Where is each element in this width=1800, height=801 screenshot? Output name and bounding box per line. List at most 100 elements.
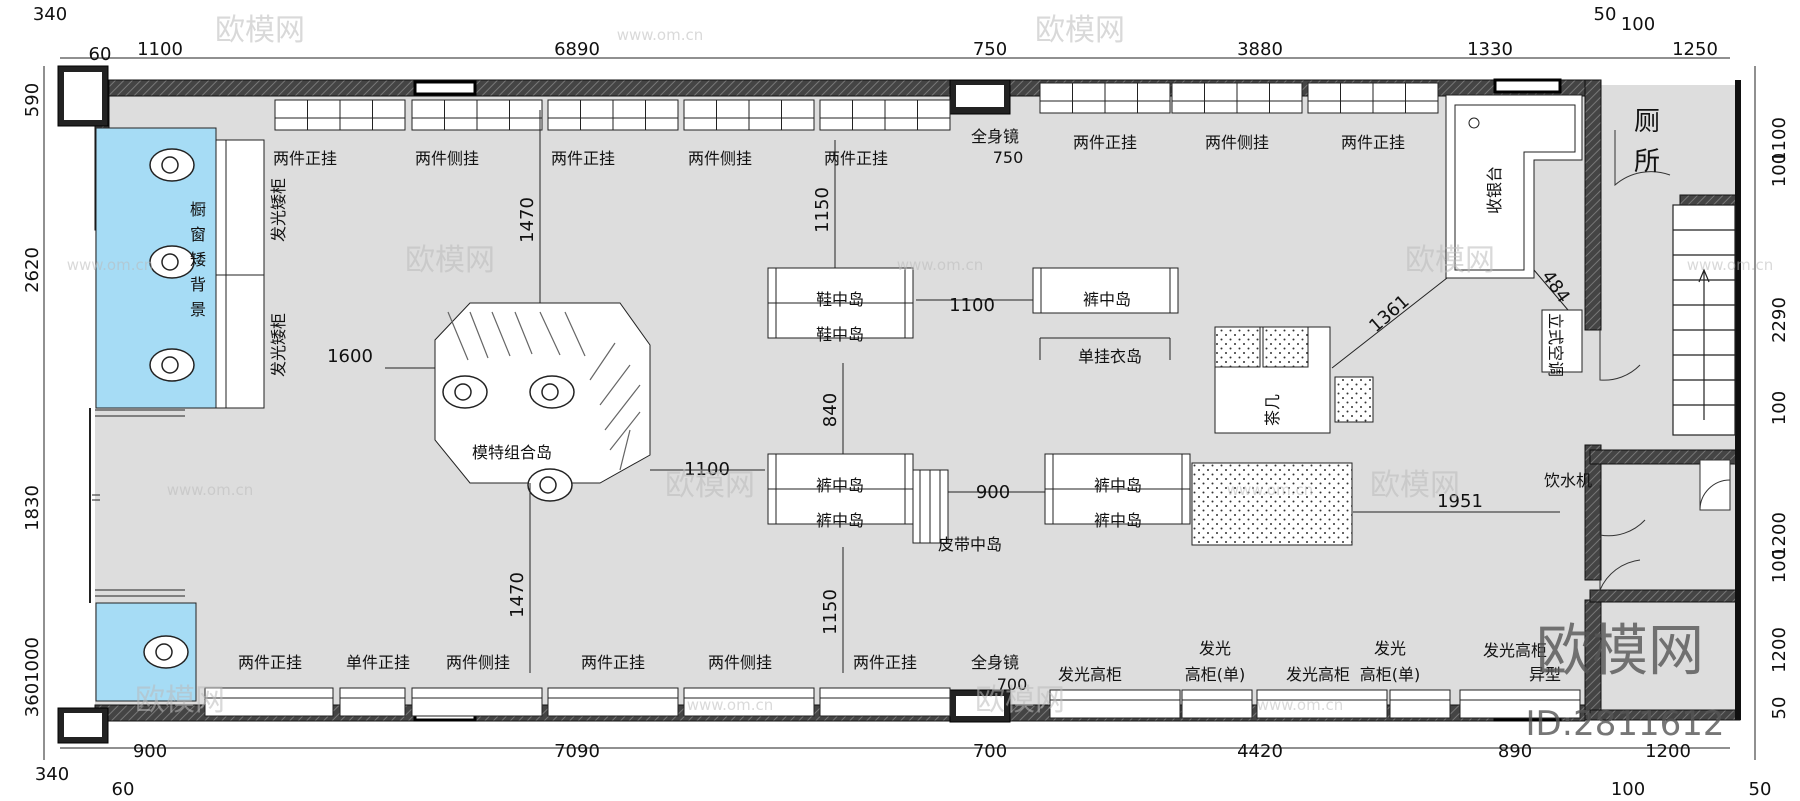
cashier-label: 收银台 [1485, 166, 1504, 214]
dim-top: 1330 [1467, 39, 1513, 60]
watermark-brand: 欧模网 [135, 683, 225, 718]
island-label: 裤中岛 [1094, 511, 1142, 530]
bottom-wall-label: 发光 [1199, 639, 1231, 658]
dim-bottom: 900 [133, 741, 167, 762]
dim-inner: 1470 [507, 572, 528, 618]
tea-table [1214, 326, 1374, 434]
dimension-lines [43, 57, 1756, 760]
top-wall-racks [274, 82, 1439, 131]
dim-right: 1200 [1769, 512, 1790, 558]
dim-bottom: 60 [112, 779, 135, 800]
dim-left: 1830 [22, 485, 43, 531]
display-rug [1191, 462, 1353, 546]
bottom-wall-label: 发光高柜 [1483, 641, 1547, 660]
dim-inner: 1951 [1437, 491, 1483, 512]
dim-inner: 1100 [684, 459, 730, 480]
dim-inner: 1600 [327, 346, 373, 367]
bottom-wall-racks [204, 687, 1581, 719]
dim-top: 60 [89, 44, 112, 65]
dim-right: 2290 [1769, 297, 1790, 343]
dim-inner: 1100 [949, 295, 995, 316]
dim-top: 750 [973, 39, 1007, 60]
top-wall-label: 两件侧挂 [1205, 133, 1269, 152]
dim-inner: 700 [997, 675, 1028, 694]
dim-left: 2620 [22, 247, 43, 293]
toilet-doors [1599, 130, 1731, 591]
top-wall-label: 全身镜 [971, 127, 1019, 146]
window-backdrop-label: 矮 [190, 250, 206, 269]
water-dispenser-label: 饮水机 [1544, 471, 1592, 490]
wall-right-partition [1584, 79, 1602, 331]
bottom-wall-label: 两件侧挂 [446, 653, 510, 672]
low-cabinet-label: 发光矮柜 [269, 178, 288, 242]
dim-bottom: 340 [35, 764, 69, 785]
model-island [434, 302, 651, 502]
watermark-brand: 欧模网 [1405, 243, 1495, 278]
dim-top: 6890 [554, 39, 600, 60]
window-backdrop-label: 背 [190, 275, 206, 294]
dim-top: 1100 [137, 39, 183, 60]
dim-left: 1000 [22, 637, 43, 683]
watermark-url: www.om.cn [67, 256, 154, 274]
ac-label: 立式空调 [1546, 313, 1565, 377]
cashier-counter [1445, 94, 1583, 279]
watermark-url: www.om.cn [617, 26, 704, 44]
watermark-brand-large: 欧模网 [1536, 619, 1704, 684]
dim-bottom: 100 [1611, 779, 1645, 800]
window-backdrop-label: 橱 [190, 200, 206, 219]
dim-right: 100 [1769, 391, 1790, 425]
island-label: 裤中岛 [1083, 290, 1131, 309]
standing-ac [1541, 309, 1583, 373]
top-wall-label: 两件正挂 [824, 149, 888, 168]
belt-island [912, 469, 949, 544]
top-wall-label: 两件正挂 [1341, 133, 1405, 152]
watermarks: 欧模网欧模网欧模网欧模网欧模网欧模网欧模网欧模网www.om.cnwww.om.… [67, 13, 1774, 744]
dim-bottom: 1200 [1645, 741, 1691, 762]
island-label: 裤中岛 [816, 511, 864, 530]
stairs [1672, 204, 1736, 436]
toilet-label: 厕 [1634, 107, 1660, 137]
bottom-wall-label: 发光高柜 [1286, 665, 1350, 684]
dim-left: 590 [22, 83, 43, 117]
bottom-wall-label: 两件正挂 [581, 653, 645, 672]
island-label: 裤中岛 [1094, 476, 1142, 495]
low-cabinet-label: 发光矮柜 [269, 313, 288, 377]
glass-door [89, 408, 185, 603]
dim-inner: 1470 [517, 197, 538, 243]
dim-bottom: 50 [1749, 779, 1772, 800]
dim-bottom: 700 [973, 741, 1007, 762]
dim-top: 100 [1621, 14, 1655, 35]
watermark-brand: 欧模网 [215, 13, 305, 48]
top-wall-label: 两件侧挂 [688, 149, 752, 168]
island-label: 单挂衣岛 [1078, 347, 1142, 366]
center-islands [767, 267, 1191, 525]
dim-right: 1200 [1769, 627, 1790, 673]
watermark-brand: 欧模网 [665, 468, 755, 503]
top-wall-label: 两件正挂 [273, 149, 337, 168]
bottom-wall-label: 两件正挂 [238, 653, 302, 672]
top-wall-label: 两件正挂 [1073, 133, 1137, 152]
top-wall-label: 两件侧挂 [415, 149, 479, 168]
watermark-brand: 欧模网 [1035, 13, 1125, 48]
bottom-wall-label: 发光 [1374, 639, 1406, 658]
low-cabinets [215, 139, 265, 409]
watermark-url: www.om.cn [687, 696, 774, 714]
dim-top: 3880 [1237, 39, 1283, 60]
island-label: 鞋中岛 [816, 325, 864, 344]
dim-top: 50 [1594, 4, 1617, 25]
dim-right: 100 [1769, 153, 1790, 187]
bottom-wall-label: 异型 [1529, 665, 1561, 684]
island-label: 模特组合岛 [472, 443, 552, 462]
dim-inner: 900 [976, 482, 1010, 503]
dim-inner: 750 [993, 148, 1024, 167]
watermark-brand: 欧模网 [405, 243, 495, 278]
dim-left: 360 [22, 683, 43, 717]
watermark-url: www.om.cn [1257, 696, 1344, 714]
window-backdrop-label: 窗 [190, 225, 206, 244]
dim-bottom: 890 [1498, 741, 1532, 762]
bottom-wall-label: 高柜(单) [1360, 665, 1421, 684]
bottom-wall-label: 单件正挂 [346, 653, 410, 672]
watermark-id: ID:2811612 [1525, 704, 1724, 744]
watermark-url: www.om.cn [167, 481, 254, 499]
watermark-url: www.om.cn [897, 256, 984, 274]
